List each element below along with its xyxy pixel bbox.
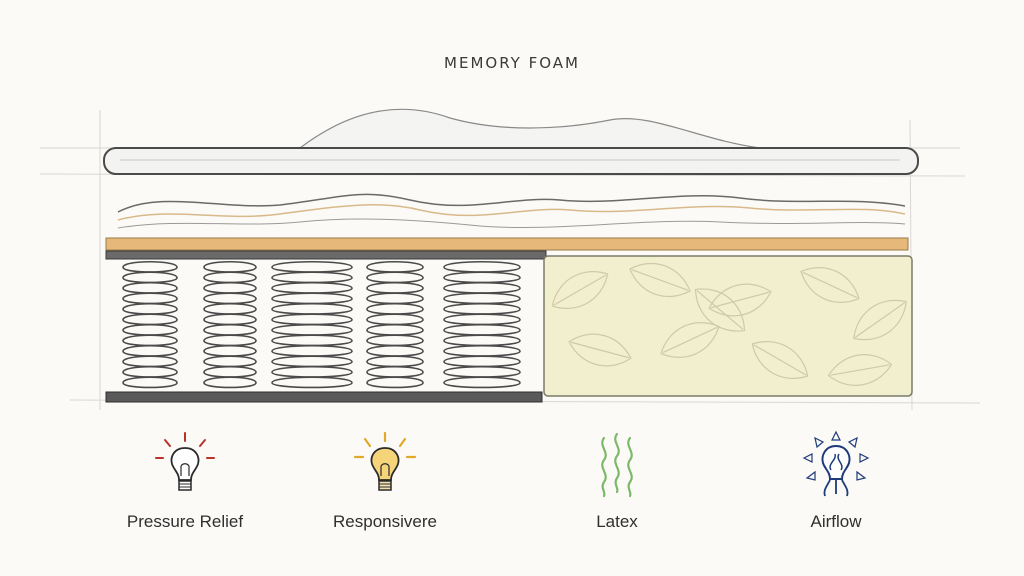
base-plate-bottom [105,391,543,403]
base-plate-top [105,250,547,260]
leaf-sketch [827,354,893,386]
lightbulb-glow-icon [353,431,417,491]
feature-label: Latex [596,512,638,531]
feature-label: Responsivere [333,512,437,531]
leaf-sketch [629,262,691,298]
leaf-texture [551,262,907,386]
coil-spring [366,261,424,389]
feature-label: Pressure Relief [126,512,244,531]
coil-spring [203,261,257,389]
leaf-sketch [800,267,860,303]
coil-spring [443,260,521,389]
leaf-sketch [568,333,632,367]
lightbulb-rays-icon [155,432,215,491]
coil-spring [271,260,353,389]
latex-block [543,255,913,397]
coil-spring [122,261,178,389]
feature-airflow: Airflow [756,430,916,532]
leaf-sketch [694,288,746,332]
wavy-comfort-layer [108,193,908,239]
lightbulb-arrows-icon [802,430,870,497]
feature-label: Airflow [810,512,862,531]
diagram-title: MEMORY FOAM [444,54,580,72]
feature-responsivere: Responsivere [305,430,465,532]
transition-band [105,237,909,251]
feature-pressure-relief: Pressure Relief [105,430,265,532]
coil-springs [122,260,521,389]
wavy-lines-icon [601,432,633,498]
feature-latex: Latex [537,430,697,532]
leaf-sketch [751,341,809,379]
leaf-sketch [708,283,772,317]
leaf-sketch [551,271,609,309]
leaf-sketch [853,299,907,341]
memory-foam-top-layer [103,108,919,175]
